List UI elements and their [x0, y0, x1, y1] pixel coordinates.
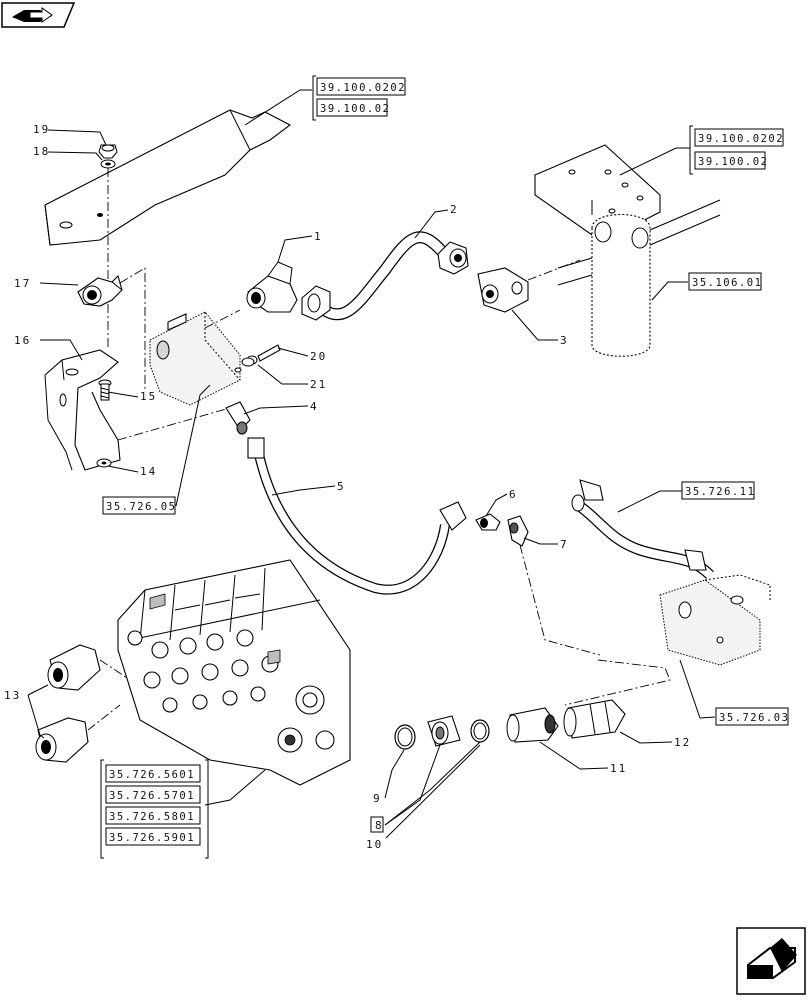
o-ring-9: [394, 724, 416, 750]
part-label-5: 5: [337, 480, 346, 493]
ref-box-filter[interactable]: 35.106.01: [688, 272, 762, 291]
svg-text:35.726.5701: 35.726.5701: [109, 790, 195, 802]
coupling-12: [563, 699, 626, 739]
ref-brackets: [100, 75, 693, 859]
part-label-2: 2: [450, 203, 459, 216]
part-label-12: 12: [674, 736, 691, 749]
ref-box-top-left[interactable]: 39.100.0202 39.100.02: [316, 77, 406, 117]
nut-and-washer: [98, 144, 118, 169]
o-ring-10: [470, 719, 490, 743]
tee-fitting: [477, 267, 529, 313]
svg-text:39.100.0202: 39.100.0202: [698, 133, 784, 145]
part-label-11: 11: [610, 762, 627, 775]
svg-text:35.106.01: 35.106.01: [692, 277, 762, 289]
support-bracket: [44, 349, 121, 471]
part-label-3: 3: [560, 334, 569, 347]
part-label-14: 14: [140, 465, 157, 478]
leader-lines: [27, 89, 716, 839]
part-label-20: 20: [310, 350, 327, 363]
mounting-plate: [44, 109, 292, 246]
ref-box-valve-group[interactable]: 35.726.5601 35.726.5701 35.726.5801 35.7…: [105, 764, 201, 846]
part-label-7: 7: [560, 538, 569, 551]
part-label-15: 15: [140, 390, 157, 403]
svg-text:35.726.03: 35.726.03: [719, 712, 789, 724]
fitting-13-lower: [35, 717, 89, 763]
part-label-8: 8: [375, 819, 384, 832]
part-label-1: 1: [314, 230, 323, 243]
steel-pipe: [571, 479, 714, 580]
part-label-18: 18: [33, 145, 50, 158]
part-label-17: 17: [14, 277, 31, 290]
ref-box-pipe[interactable]: 35.726.11: [681, 481, 755, 500]
svg-text:35.726.5901: 35.726.5901: [109, 832, 195, 844]
part-labels: 19 18 17 16 15 14 1 2 3 20 21 4 5 6 7 8 …: [4, 123, 691, 851]
ref-box-block[interactable]: 35.726.03: [715, 707, 789, 726]
svg-text:35.726.5601: 35.726.5601: [109, 769, 195, 781]
elbow-fitting: [246, 261, 298, 313]
next-page-arrow-icon[interactable]: [736, 927, 806, 995]
part-label-9: 9: [373, 792, 382, 805]
ref-box-top-right[interactable]: 39.100.0202 39.100.02: [694, 128, 784, 170]
svg-text:39.100.02: 39.100.02: [320, 103, 390, 115]
svg-text:39.100.0202: 39.100.0202: [320, 82, 406, 94]
connector-block: [149, 311, 242, 406]
svg-text:39.100.02: 39.100.02: [698, 156, 768, 168]
part-label-10: 10: [366, 838, 383, 851]
control-valve-assembly: [117, 559, 351, 786]
part-label-21: 21: [310, 378, 327, 391]
part-label-6: 6: [509, 488, 518, 501]
fitting-6: [475, 513, 501, 531]
part-label-4: 4: [310, 400, 319, 413]
adapter-fitting: [225, 401, 251, 435]
ref-box-bracket[interactable]: 35.726.05: [102, 496, 176, 515]
screw-and-washer: [241, 344, 281, 367]
nut: [96, 458, 112, 468]
svg-text:35.726.11: 35.726.11: [685, 486, 755, 498]
part-label-13: 13: [4, 689, 21, 702]
bolt: [98, 379, 112, 401]
adapter-10: [427, 715, 461, 747]
coupling-11: [506, 707, 559, 743]
long-hose: [247, 437, 467, 595]
book-arrow-icon[interactable]: [1, 2, 76, 28]
fitting-13-upper: [47, 644, 101, 691]
part-label-16: 16: [14, 334, 31, 347]
svg-text:35.726.5801: 35.726.5801: [109, 811, 195, 823]
filter-assembly: [534, 144, 721, 357]
straight-fitting: [77, 274, 123, 307]
svg-text:35.726.05: 35.726.05: [106, 501, 176, 513]
elbow-fitting-7: [507, 515, 529, 547]
hydraulic-hose: [301, 231, 469, 321]
part-label-19: 19: [33, 123, 50, 136]
valve-block: [659, 574, 771, 666]
